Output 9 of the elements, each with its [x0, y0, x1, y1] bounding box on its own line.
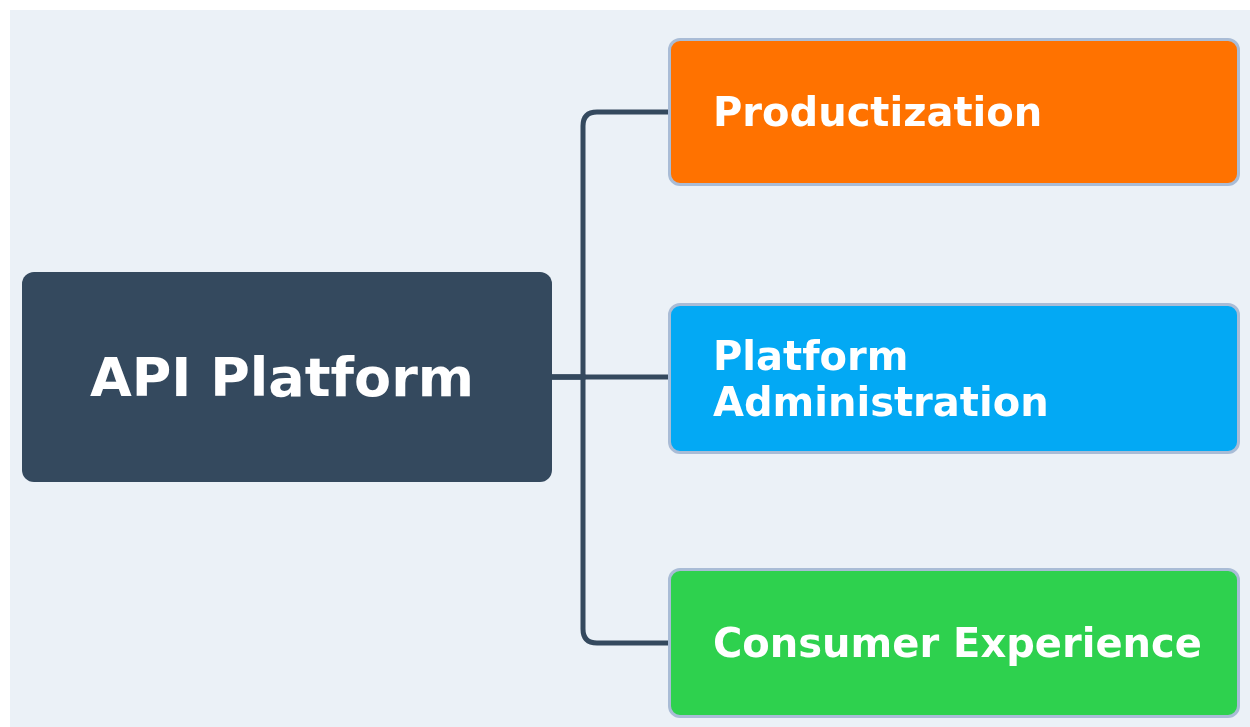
connector-line	[552, 374, 668, 646]
branch-box	[668, 568, 1240, 718]
branch-box	[668, 38, 1240, 186]
root-label: API Platform	[90, 345, 475, 409]
branch-box	[668, 303, 1240, 454]
branch-label: Platform Administration	[713, 332, 1050, 425]
branch-label: Consumer Experience	[713, 620, 1202, 666]
root-box	[22, 272, 552, 482]
branch-label: Productization	[713, 89, 1043, 135]
